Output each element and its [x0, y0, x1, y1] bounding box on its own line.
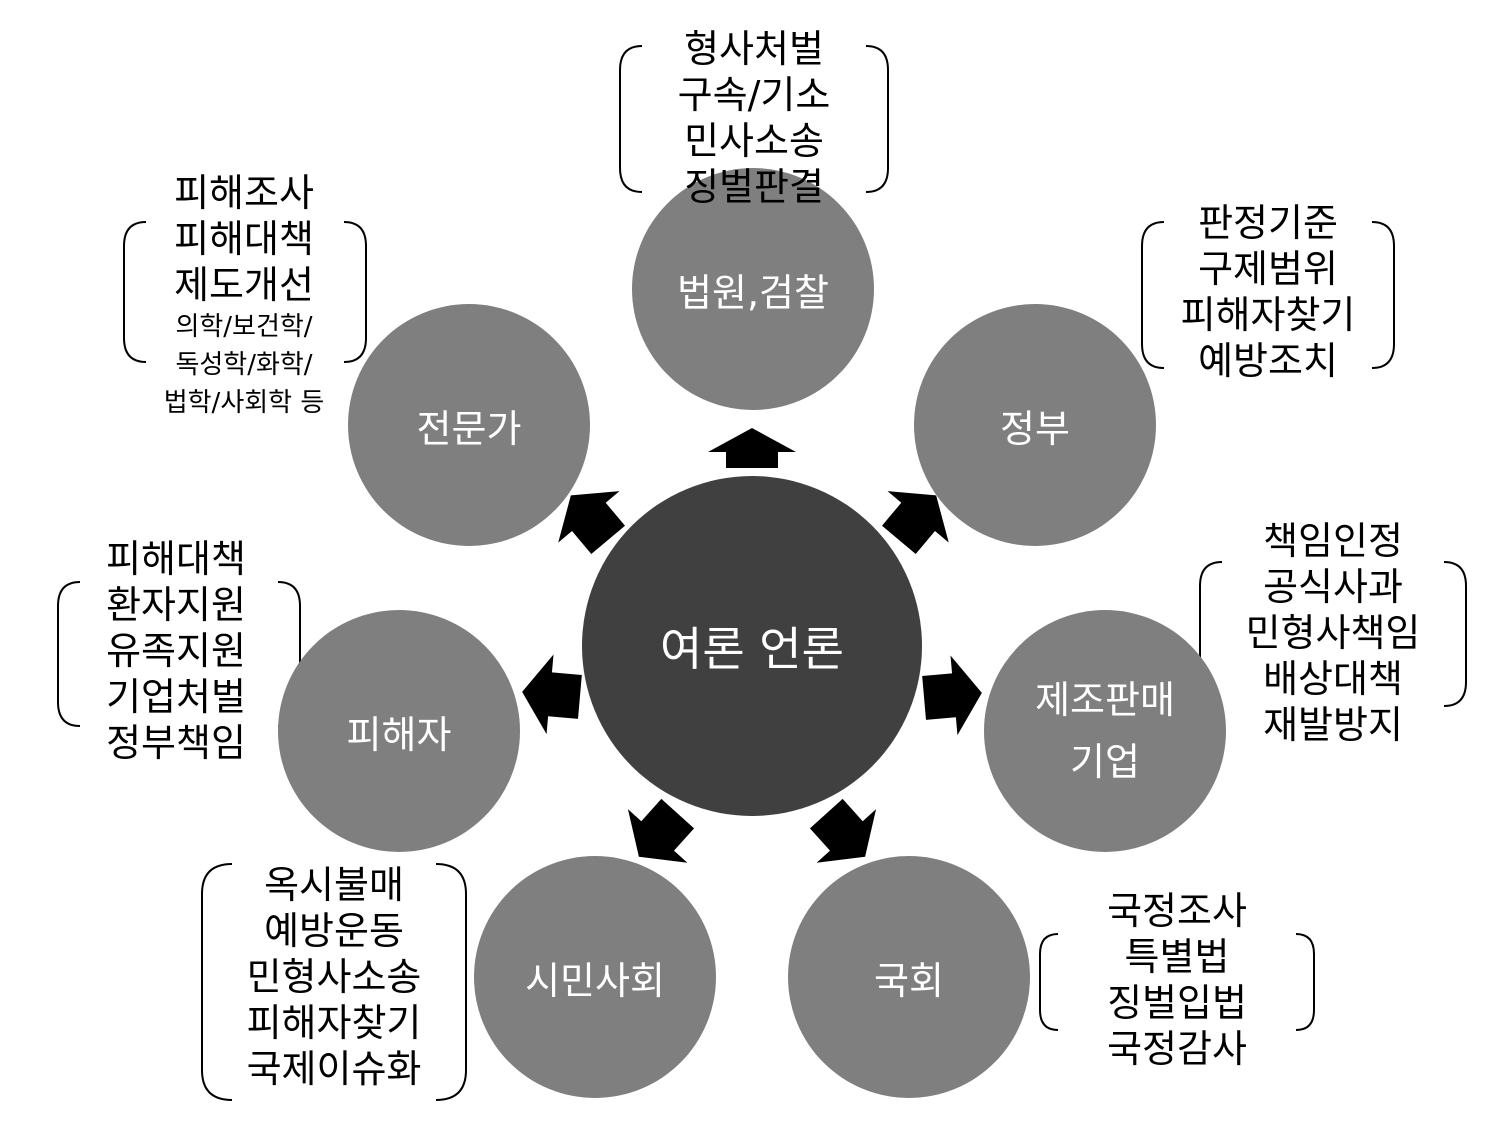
center-label: 여론 언론 [660, 622, 844, 676]
company-items: 책임인정 공식사과 민형사책임 배상대책 재발방지 [1183, 518, 1483, 748]
experts-small-item: 독성학/화학/ [175, 350, 313, 380]
node-victims-label: 피해자 [346, 712, 452, 757]
victims-items: 피해대책 환자지원 유족지원 기업처벌 정부책임 [26, 536, 326, 766]
court-item: 민사소송 [684, 119, 824, 163]
victims-item: 피해대책 [106, 537, 246, 581]
civil-item: 피해자찾기 [246, 1001, 422, 1045]
bracket-government-right [1371, 221, 1395, 369]
bracket-assembly-left [1039, 933, 1059, 1031]
court-item: 구속/기소 [677, 73, 831, 117]
experts-items: 피해조사 피해대책 제도개선 의학/보건학/ 독성학/화학/ 법학/사회학 등 [94, 170, 394, 422]
node-company-label-line1: 제조판매 [1035, 678, 1175, 722]
company-item: 민형사책임 [1245, 611, 1421, 655]
bracket-civil-right [435, 863, 467, 1101]
assembly-items: 국정조사 특별법 징벌입법 국정감사 [1027, 888, 1327, 1072]
node-victims: 피해자 [278, 610, 520, 852]
government-item: 피해자찾기 [1180, 293, 1356, 337]
arrow-to-court [708, 428, 796, 468]
node-experts-label: 전문가 [416, 406, 522, 451]
victims-item: 유족지원 [106, 629, 246, 673]
government-item: 판정기준 [1198, 201, 1338, 245]
company-item: 재발방지 [1263, 703, 1403, 747]
arrow-to-civil [627, 798, 695, 863]
company-item: 공식사과 [1263, 565, 1403, 609]
node-court: 법원,검찰 [632, 168, 874, 410]
bracket-experts-right [343, 221, 367, 363]
experts-small-item: 의학/보건학/ [175, 312, 313, 342]
bracket-experts-left [123, 221, 147, 363]
government-items: 판정기준 구제범위 피해자찾기 예방조치 [1118, 200, 1418, 384]
government-item: 구제범위 [1198, 247, 1338, 291]
bracket-government-left [1141, 221, 1165, 369]
government-item: 예방조치 [1198, 339, 1338, 383]
bracket-court-right [865, 45, 889, 193]
node-court-label: 법원,검찰 [677, 270, 829, 315]
node-assembly-label: 국회 [874, 958, 944, 1003]
node-company-label-line2: 기업 [1070, 740, 1140, 784]
arrow-to-victims [522, 654, 582, 735]
assembly-item: 국정조사 [1107, 889, 1247, 933]
assembly-item: 징벌입법 [1107, 981, 1247, 1025]
civil-items: 옥시불매 예방운동 민형사소송 피해자찾기 국제이슈화 [184, 862, 484, 1092]
assembly-item: 특별법 [1124, 935, 1230, 979]
court-item: 징벌판결 [684, 165, 824, 209]
experts-item: 피해조사 [174, 171, 314, 215]
arrow-to-assembly [809, 798, 877, 863]
node-civil: 시민사회 [474, 856, 716, 1098]
node-assembly: 국회 [788, 856, 1030, 1098]
node-government-label: 정부 [1000, 406, 1070, 451]
node-government: 정부 [914, 304, 1156, 546]
court-items: 형사처벌 구속/기소 민사소송 징벌판결 [604, 26, 904, 210]
company-item: 책임인정 [1263, 519, 1403, 563]
experts-item: 피해대책 [174, 217, 314, 261]
bracket-company-right [1443, 561, 1467, 707]
bracket-civil-left [201, 863, 233, 1101]
civil-item: 옥시불매 [264, 863, 404, 907]
arrow-to-government [882, 491, 949, 554]
node-civil-label: 시민사회 [525, 958, 665, 1003]
civil-item: 예방운동 [264, 909, 404, 953]
victims-item: 정부책임 [106, 721, 246, 765]
node-experts: 전문가 [348, 304, 590, 546]
civil-item: 국제이슈화 [246, 1047, 422, 1091]
node-company: 제조판매 기업 [984, 610, 1226, 852]
bracket-victims-left [57, 581, 81, 727]
civil-item: 민형사소송 [246, 955, 422, 999]
experts-item: 제도개선 [174, 263, 314, 307]
experts-small-item: 법학/사회학 등 [163, 388, 325, 418]
victims-item: 기업처벌 [106, 675, 246, 719]
bracket-court-left [619, 45, 643, 193]
court-item: 형사처벌 [684, 27, 824, 71]
arrow-to-company [922, 655, 982, 736]
company-item: 배상대책 [1263, 657, 1403, 701]
bracket-assembly-right [1295, 933, 1315, 1031]
arrow-to-experts [558, 491, 625, 554]
assembly-item: 국정감사 [1107, 1027, 1247, 1071]
center-circle: 여론 언론 [582, 476, 922, 816]
victims-item: 환자지원 [106, 583, 246, 627]
